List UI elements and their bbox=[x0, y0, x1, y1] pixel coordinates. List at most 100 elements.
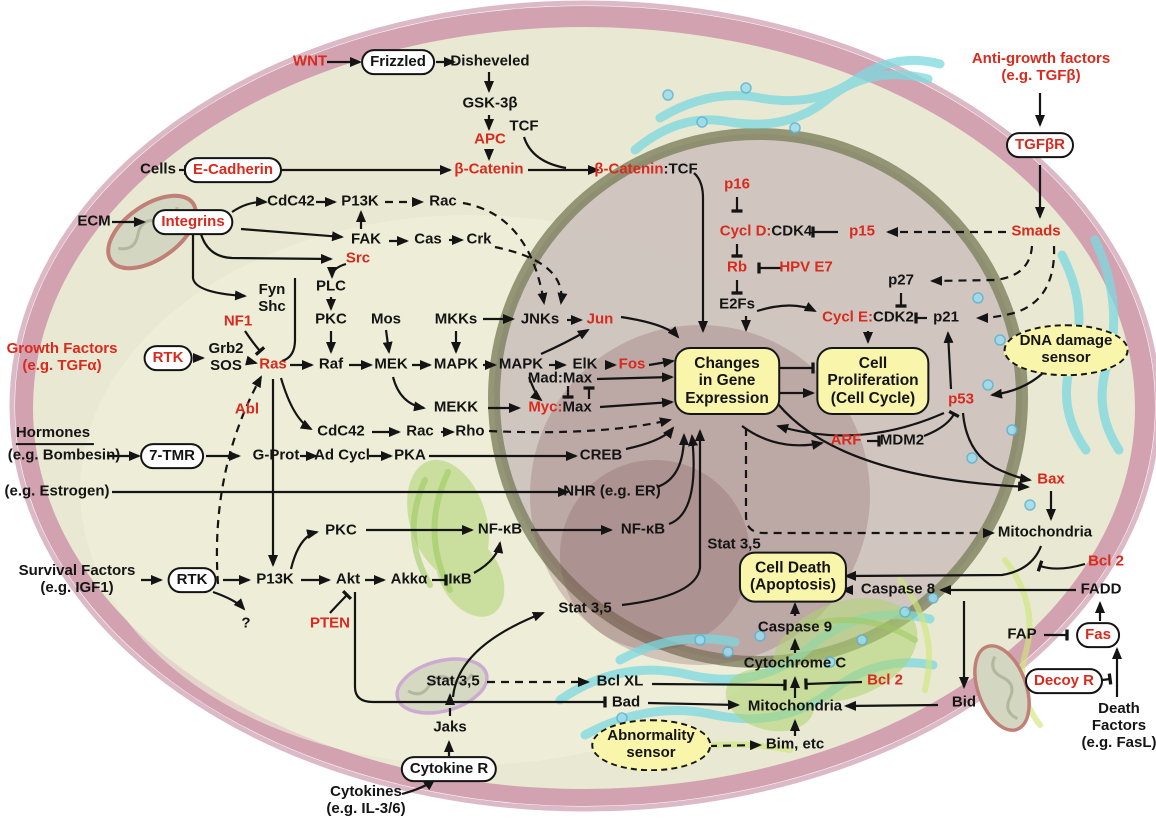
node-cdc42-top: CdC42 bbox=[267, 192, 315, 210]
node-smads: Smads bbox=[1011, 222, 1061, 240]
node-pkc-bottom: PKC bbox=[325, 521, 357, 539]
node-bcl2-bottom: Bcl 2 bbox=[867, 671, 903, 689]
node-mapk-2: MAPK bbox=[498, 355, 544, 373]
node-p53: p53 bbox=[948, 390, 974, 408]
node-fap: FAP bbox=[1007, 625, 1037, 643]
node-cdc42-mid: CdC42 bbox=[317, 422, 365, 440]
node-bombesin: (e.g. Bombesin) bbox=[7, 446, 121, 464]
node-apc: APC bbox=[474, 130, 506, 148]
node-tcf: TCF bbox=[509, 117, 539, 135]
node-crk: Crk bbox=[466, 230, 492, 248]
node-hormones: Hormones bbox=[15, 424, 95, 445]
node-bad: Bad bbox=[611, 693, 641, 711]
node-plc: PLC bbox=[316, 277, 346, 295]
node-rac-mid: Rac bbox=[406, 422, 434, 440]
node-cas: Cas bbox=[414, 230, 442, 248]
node-elk: ElK bbox=[572, 355, 598, 373]
node-mdm2: MDM2 bbox=[879, 431, 925, 449]
node-bcl2-right: Bcl 2 bbox=[1088, 552, 1124, 570]
node-e2fs: E2Fs bbox=[719, 295, 755, 313]
node-pten: PTEN bbox=[309, 614, 351, 632]
node-ras: Ras bbox=[259, 355, 287, 373]
node-abnormality-sensor: Abnormality sensor bbox=[591, 719, 711, 771]
node-rho: Rho bbox=[455, 422, 485, 440]
node-mkks: MKKs bbox=[434, 310, 478, 328]
node-stat35-bottom: Stat 3,5 bbox=[426, 672, 480, 690]
node-beta-catenin-tcf: β-Catenin:TCF bbox=[594, 160, 698, 178]
node-nfkb-cytoplasm: NF-κB bbox=[477, 520, 523, 538]
node-stat35-nuclear: Stat 3,5 bbox=[707, 535, 761, 553]
node-p13k-bottom: P13K bbox=[256, 570, 294, 588]
node-dna-damage-sensor: DNA damage sensor bbox=[1003, 324, 1129, 376]
node-bcl-xl: Bcl XL bbox=[596, 672, 644, 690]
node-p13k-top: P13K bbox=[341, 192, 379, 210]
node-nhr: NHR (e.g. ER) bbox=[563, 482, 661, 500]
node-mos: Mos bbox=[371, 310, 401, 328]
node-pkc-top: PKC bbox=[315, 310, 347, 328]
node-anti-growth-factors: Anti-growth factors (e.g. TGFβ) bbox=[971, 50, 1111, 84]
node-akka: Akkα bbox=[390, 570, 428, 588]
node-mekk: MEKK bbox=[433, 398, 479, 416]
node-cycl-d-cdk4: Cycl D:CDK4 bbox=[719, 222, 813, 240]
node-cytokines: Cytokines (e.g. IL-3/6) bbox=[326, 783, 406, 817]
node-caspase8: Caspase 8 bbox=[860, 580, 936, 598]
node-arf: ARF bbox=[830, 431, 862, 449]
node-mad-max: Mad:Max bbox=[527, 369, 593, 387]
node-rac-top: Rac bbox=[429, 192, 457, 210]
node-fyn-shc: Fyn Shc bbox=[258, 281, 286, 315]
node-7tmr: 7-TMR bbox=[140, 443, 204, 469]
node-frizzled: Frizzled bbox=[361, 49, 435, 75]
node-stat35-mid: Stat 3,5 bbox=[558, 599, 612, 617]
node-bid: Bid bbox=[951, 693, 977, 711]
edges-layer bbox=[107, 57, 1122, 796]
node-nf1: NF1 bbox=[223, 312, 253, 330]
node-estrogen: (e.g. Estrogen) bbox=[4, 482, 110, 500]
node-gsk3b: GSK-3β bbox=[462, 94, 518, 112]
node-rb: Rb bbox=[727, 258, 747, 276]
node-cell-proliferation: Cell Proliferation (Cell Cycle) bbox=[816, 346, 930, 416]
node-mek: MEK bbox=[374, 355, 408, 373]
node-akt: Akt bbox=[335, 570, 361, 588]
vesicle-dots bbox=[594, 82, 1036, 751]
node-jun: Jun bbox=[586, 310, 614, 328]
node-tgfbr: TGFβR bbox=[1006, 132, 1074, 158]
node-changes-in-gene-expression: Changes in Gene Expression bbox=[674, 346, 780, 416]
node-raf: Raf bbox=[318, 355, 344, 373]
node-jaks: Jaks bbox=[433, 718, 467, 736]
node-growth-factors: Growth Factors (e.g. TGFα) bbox=[6, 340, 118, 374]
node-creb: CREB bbox=[579, 446, 623, 464]
node-ad-cycl: Ad Cycl bbox=[314, 446, 370, 464]
node-myc-max: Myc:Max bbox=[528, 398, 592, 416]
node-question-mark: ? bbox=[241, 614, 251, 632]
node-cycl-e-cdk2: Cycl E:CDK2 bbox=[822, 308, 914, 326]
node-rtk-bottom: RTK bbox=[167, 567, 217, 593]
node-jnks: JNKs bbox=[520, 310, 560, 328]
node-fadd: FADD bbox=[1080, 580, 1122, 598]
node-abl: Abl bbox=[234, 400, 260, 418]
node-wnt: WNT bbox=[292, 52, 328, 70]
node-p27: p27 bbox=[888, 271, 914, 289]
node-cell-death-apoptosis: Cell Death (Apoptosis) bbox=[738, 551, 848, 603]
node-decoy-r: Decoy R bbox=[1024, 668, 1104, 694]
node-p15: p15 bbox=[849, 222, 875, 240]
node-nfkb-nuclear: NF-κB bbox=[620, 520, 666, 538]
node-disheveled: Disheveled bbox=[450, 52, 530, 70]
node-ecm: ECM bbox=[77, 212, 111, 230]
node-beta-catenin: β-Catenin bbox=[454, 160, 524, 178]
node-rtk-top: RTK bbox=[143, 345, 193, 371]
node-cytochrome-c: Cytochrome C bbox=[743, 654, 847, 672]
node-hpv-e7: HPV E7 bbox=[779, 258, 833, 276]
node-mitochondria-right: Mitochondria bbox=[997, 523, 1093, 541]
node-e-cadherin: E-Cadherin bbox=[183, 157, 283, 183]
node-fos: Fos bbox=[618, 355, 646, 373]
node-p21: p21 bbox=[933, 308, 959, 326]
node-bax: Bax bbox=[1037, 470, 1065, 488]
node-bim-etc: Bim, etc bbox=[765, 735, 825, 753]
cell-background bbox=[9, 0, 1156, 812]
node-fak: FAK bbox=[351, 230, 381, 248]
node-g-prot: G-Prot bbox=[252, 446, 300, 464]
node-fas: Fas bbox=[1076, 622, 1120, 648]
node-grb2-sos: Grb2 SOS bbox=[208, 340, 244, 374]
node-pka: PKA bbox=[394, 446, 426, 464]
